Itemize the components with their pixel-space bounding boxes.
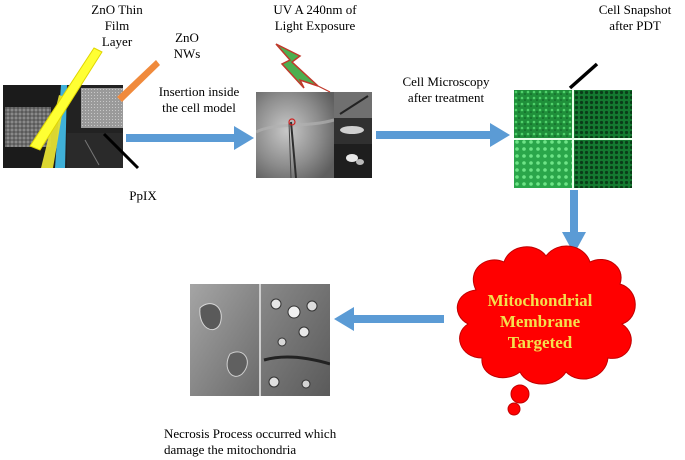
necrosis-micrograph-image [190,284,330,396]
necrosis-label: Necrosis Process occurred which damage t… [164,426,337,457]
insertion-micrograph-panel [256,92,372,178]
ppix-marker [102,132,140,170]
fluorescence-micrograph-panel [514,90,632,188]
arrow-to-microscopy [376,123,510,147]
zno-nws-label: ZnO NWs [173,30,201,61]
zno-thin-film-marker [29,47,103,151]
ppix-label: PpIX [129,188,157,203]
insertion-label: Insertion inside the cell model [158,84,240,115]
uv-lightning-icon [275,43,319,89]
cell-microscopy-label: Cell Microscopy after treatment [402,74,490,105]
arrow-to-insertion [126,126,254,150]
mitochondrial-cloud [456,245,636,416]
cloud-label: Mitochondrial Membrane Targeted [487,291,593,352]
cell-snapshot-marker [568,62,599,90]
uv-beam-line [317,85,331,93]
arrow-to-necrosis [334,307,444,331]
cell-snapshot-label: Cell Snapshot after PDT [598,2,672,33]
arrow-to-cloud [562,190,586,254]
insertion-micrograph-image [256,92,372,178]
fluorescence-micrograph-image [514,90,632,188]
zno-thin-film-label: ZnO Thin Film Layer [91,2,143,49]
zno-nws-marker [117,60,160,102]
necrosis-micrograph-panel [190,284,330,396]
uv-exposure-label: UV A 240nm of Light Exposure [273,2,357,33]
